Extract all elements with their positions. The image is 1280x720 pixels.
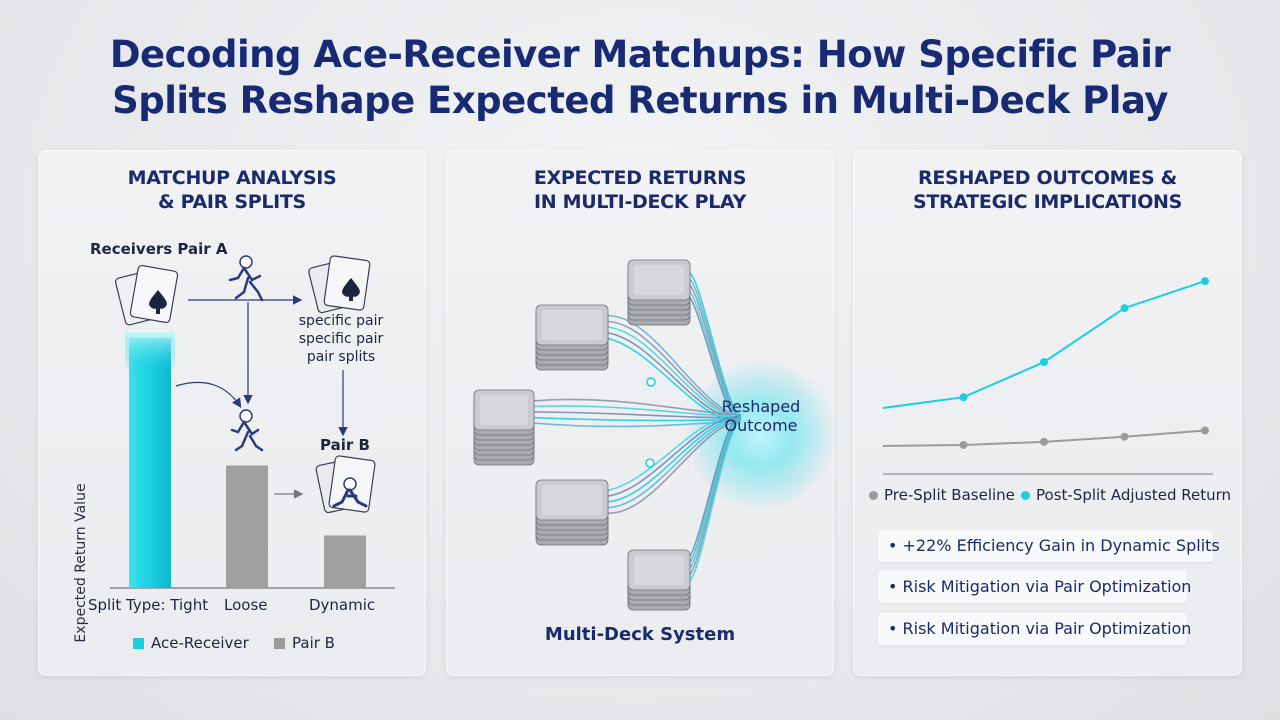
flow-line bbox=[603, 315, 742, 417]
reshaped-outcome-label: Reshaped Outcome bbox=[696, 397, 826, 435]
pair-b-label: Pair B bbox=[320, 436, 370, 454]
multi-deck-system-label: Multi-Deck System bbox=[544, 624, 736, 645]
panel-title-line-2: STRATEGIC IMPLICATIONS bbox=[912, 191, 1183, 213]
flow-node bbox=[646, 377, 656, 387]
deck-lower-left-icon bbox=[535, 479, 609, 546]
post-split-point bbox=[1201, 277, 1209, 286]
reshaped-outcomes-panel: RESHAPED OUTCOMES & STRATEGIC IMPLICATIO… bbox=[853, 150, 1242, 676]
legend-swatch-cyan bbox=[133, 637, 144, 649]
pre-split-point bbox=[1201, 426, 1209, 435]
panel-title-line-1: MATCHUP ANALYSIS bbox=[127, 167, 337, 189]
flow-line bbox=[603, 320, 742, 418]
pair-note-line-3: pair splits bbox=[306, 349, 376, 365]
deck-face bbox=[542, 310, 602, 340]
legend-pre-split: Pre-Split Baseline bbox=[869, 486, 1015, 504]
deck-face bbox=[634, 555, 684, 585]
bar-tight-glow bbox=[125, 332, 175, 372]
deck-face bbox=[634, 265, 684, 295]
pair-note: specific pair specific pair pair splits bbox=[296, 312, 386, 366]
runner-icon bbox=[228, 255, 264, 302]
center-label-line-2: Outcome bbox=[724, 416, 798, 435]
deck-face bbox=[480, 395, 528, 425]
legend-label: Pre-Split Baseline bbox=[884, 486, 1015, 504]
flow-line bbox=[603, 419, 742, 514]
legend-swatch-gray bbox=[274, 637, 285, 649]
legend-label: Ace-Receiver bbox=[151, 634, 249, 652]
legend-label: Pair B bbox=[292, 634, 335, 652]
deck-left-icon bbox=[473, 389, 535, 466]
post-split-point bbox=[1040, 358, 1048, 367]
returns-line-chart bbox=[882, 277, 1213, 475]
flow-line bbox=[529, 411, 742, 419]
panel-title: RESHAPED OUTCOMES & STRATEGIC IMPLICATIO… bbox=[853, 166, 1242, 214]
flow-line bbox=[685, 417, 742, 573]
flow-line bbox=[603, 417, 742, 503]
panel-title: MATCHUP ANALYSIS & PAIR SPLITS bbox=[38, 166, 426, 214]
flow-line bbox=[685, 415, 742, 568]
x-tick-tight: Split Type: Tight bbox=[88, 596, 209, 614]
x-tick-dynamic: Dynamic bbox=[309, 596, 376, 614]
pre-split-point bbox=[1120, 432, 1129, 441]
bar-loose-pair-b bbox=[226, 465, 268, 588]
multi-deck-panel: EXPECTED RETURNS IN MULTI-DECK PLAY Resh… bbox=[446, 150, 836, 676]
pair-note-line-2: specific pair bbox=[298, 331, 384, 347]
arrow-curve-from-bar bbox=[175, 381, 242, 408]
pair-note-line-1: specific pair bbox=[298, 313, 384, 329]
post-split-point bbox=[959, 393, 968, 402]
deck-bottom-icon bbox=[627, 549, 691, 611]
flow-line bbox=[685, 275, 742, 418]
panel-title: EXPECTED RETURNS IN MULTI-DECK PLAY bbox=[446, 166, 834, 214]
bullet-risk-mitigation: • Risk Mitigation via Pair Optimization bbox=[878, 571, 1191, 603]
deck-face bbox=[542, 485, 602, 515]
deck-upper-left-icon bbox=[535, 304, 609, 371]
panel-title-line-2: IN MULTI-DECK PLAY bbox=[533, 191, 747, 213]
center-label-line-1: Reshaped bbox=[721, 397, 801, 416]
legend-label: Post-Split Adjusted Return bbox=[1036, 486, 1232, 504]
deck-top-icon bbox=[627, 259, 691, 326]
card-fan-icon-right bbox=[308, 255, 371, 314]
panel-title-line-1: RESHAPED OUTCOMES & bbox=[918, 167, 1177, 189]
x-tick-loose: Loose bbox=[224, 596, 268, 614]
flow-line bbox=[603, 414, 742, 492]
legend-dot-cyan bbox=[1021, 490, 1030, 500]
flow-line bbox=[685, 419, 742, 584]
pre-split-point bbox=[1040, 437, 1048, 446]
post-split-point bbox=[1120, 304, 1129, 313]
post-split-adjusted-line bbox=[882, 280, 1206, 409]
flow-line bbox=[603, 415, 742, 498]
pair-b-card-icon bbox=[315, 455, 376, 514]
pre-split-point bbox=[959, 440, 968, 449]
card-fan-icon-a bbox=[114, 264, 179, 326]
panel-title-line-2: & PAIR SPLITS bbox=[158, 191, 306, 213]
title-line-1: Decoding Ace-Receiver Matchups: How Spec… bbox=[109, 33, 1171, 76]
bar-dynamic-pair-b bbox=[324, 535, 366, 588]
receivers-pair-a-label: Receivers Pair A bbox=[90, 240, 228, 258]
flow-line bbox=[603, 418, 742, 509]
title-line-2: Splits Reshape Expected Returns in Multi… bbox=[112, 79, 1168, 122]
flow-line bbox=[685, 270, 742, 417]
flow-line bbox=[685, 414, 742, 562]
page-title: Decoding Ace-Receiver Matchups: How Spec… bbox=[0, 32, 1280, 124]
panel-title-line-1: EXPECTED RETURNS bbox=[533, 167, 747, 189]
legend-post-split: Post-Split Adjusted Return bbox=[1021, 486, 1231, 504]
runner-icon-middle bbox=[230, 409, 264, 452]
flow-line bbox=[529, 398, 742, 417]
flow-line bbox=[685, 281, 742, 419]
bullet-efficiency-gain: • +22% Efficiency Gain in Dynamic Splits bbox=[878, 530, 1220, 562]
flow-node bbox=[645, 458, 655, 468]
pair-split-bar-chart bbox=[110, 255, 395, 589]
flow-line bbox=[685, 418, 742, 579]
deck-flow-diagram bbox=[473, 259, 742, 611]
y-axis-label: Expected Return Value bbox=[73, 483, 89, 643]
legend-pair-b: Pair B bbox=[274, 634, 335, 652]
bullet-risk-mitigation-2: • Risk Mitigation via Pair Optimization bbox=[878, 613, 1191, 645]
legend-dot-gray bbox=[869, 490, 878, 500]
legend-ace-receiver: Ace-Receiver bbox=[133, 634, 249, 652]
flow-line bbox=[529, 405, 742, 418]
bar-tight-ace-receiver bbox=[129, 338, 171, 588]
matchup-analysis-panel: MATCHUP ANALYSIS & PAIR SPLITS bbox=[38, 150, 426, 676]
